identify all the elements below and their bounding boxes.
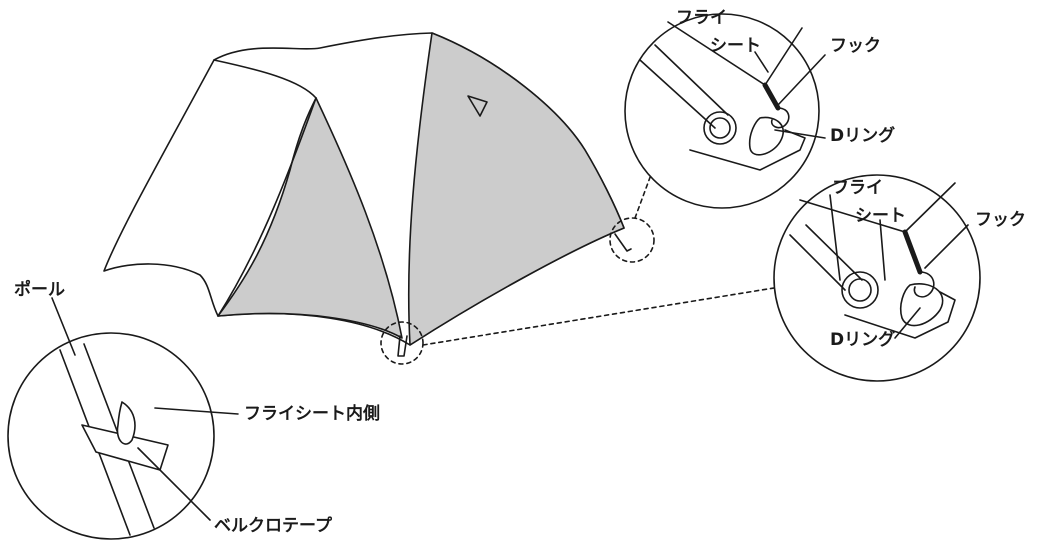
top-pole-end-ring (703, 111, 737, 145)
detail-marker-front (380, 321, 424, 365)
tent-vent (467, 95, 488, 117)
label-pole: ポール (14, 280, 65, 300)
mid-d-ring (899, 283, 944, 327)
leader-line-side (634, 171, 653, 219)
top-hook-line (762, 82, 781, 111)
label-sheet-mid: シート (855, 206, 906, 226)
mid-hook (913, 271, 935, 298)
leader-hook-mid (924, 224, 969, 269)
label-dring-top: Dリング (830, 126, 896, 146)
mid-webbing (844, 291, 956, 339)
leader-fly-top (754, 51, 769, 73)
leader-dring-mid (894, 307, 921, 339)
label-dring-mid: Dリング (830, 330, 896, 350)
velcro-tab (116, 401, 136, 445)
label-velcro: ベルクロテープ (214, 516, 332, 536)
label-fly-inside: フライシート内側 (244, 404, 380, 424)
label-hook-mid: フック (975, 210, 1026, 230)
leader-fly-inside (154, 407, 239, 415)
mid-pole-end-inner (848, 278, 872, 302)
leader-velcro (137, 447, 211, 521)
tent-front-pole-foot (397, 335, 408, 357)
leader-dring-top (774, 129, 826, 139)
mid-pole-end-ring (841, 271, 879, 309)
leader-hook-top (777, 54, 826, 106)
tent-right-panel (407, 32, 625, 346)
top-hook (770, 107, 790, 129)
label-fly-mid: フライ (832, 178, 883, 198)
label-sheet-top: シート (710, 36, 761, 56)
leader-pole (51, 297, 76, 356)
tent-side-pole-foot (614, 233, 632, 252)
top-d-ring (748, 116, 784, 156)
mid-pole (789, 224, 863, 291)
mid-hook-line (902, 229, 923, 275)
label-fly-top: フライ (676, 8, 727, 28)
detail-circle-mid (773, 174, 981, 382)
top-pole-end-inner (709, 117, 731, 139)
tent-front-edge (217, 97, 317, 317)
leader-line-front (422, 286, 781, 346)
top-webbing (689, 129, 806, 171)
detail-marker-side (609, 217, 655, 263)
tent-ridge-left (213, 59, 317, 99)
mid-back-frame (829, 194, 886, 281)
tent-left-panel (217, 97, 403, 339)
top-pole (639, 44, 729, 129)
label-hook-top: フック (830, 36, 881, 56)
